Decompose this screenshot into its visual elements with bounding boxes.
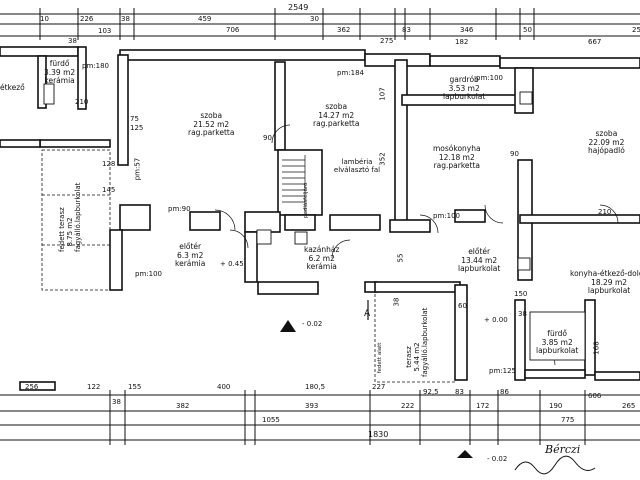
terrace-outline xyxy=(41,149,456,383)
dim-bot1-1: 122 xyxy=(87,383,101,391)
misc-3: 145 xyxy=(102,186,116,194)
opening-6: pm:57 xyxy=(133,157,142,181)
misc-13: 90 xyxy=(510,150,519,158)
dim-top-10: 182 xyxy=(455,38,469,46)
dim-bot1-3: 400 xyxy=(217,383,231,391)
note-fedett-alatt: fedett alatt xyxy=(377,342,383,374)
dim-bot1-7: 83 xyxy=(455,388,464,396)
misc-1: 75 xyxy=(130,115,139,123)
opening-1: pm:184 xyxy=(337,69,364,77)
room-etkezo-left: étkező xyxy=(0,83,25,92)
dim-bot3-1: 775 xyxy=(561,416,575,424)
dim-bot2-2: 393 xyxy=(305,402,319,410)
level-markers xyxy=(280,320,473,458)
misc-7: 352 xyxy=(378,152,387,166)
level-neg: - 0.02 xyxy=(302,320,323,328)
dim-bot2-3: 222 xyxy=(401,402,415,410)
dim-bot2-6: 265 xyxy=(622,402,636,410)
dim-top2-0: 103 xyxy=(98,27,112,35)
dim-ticks xyxy=(39,8,586,445)
opening-7: pm:100 xyxy=(135,270,162,278)
opening-4: pm:100 xyxy=(433,212,460,220)
signature-text: Bérczi xyxy=(545,443,581,456)
dim-bot2-1: 382 xyxy=(176,402,190,410)
misc-0: 210 xyxy=(75,98,89,106)
dim-top-0: 10 xyxy=(40,15,49,23)
misc-6: 107 xyxy=(378,87,387,101)
dim-top-5: 30 xyxy=(310,15,319,23)
dim-bot1-6: 92,5 xyxy=(423,388,439,396)
dim-top2-1: 38 xyxy=(68,37,77,45)
dim-bot1-9: 606 xyxy=(588,392,602,400)
opening-5: pm:125 xyxy=(489,367,516,375)
misc-12: 168 xyxy=(592,341,601,355)
dim-top-2: 38 xyxy=(121,15,130,23)
section-marker-a: A xyxy=(364,309,371,319)
dim-bot2-5: 190 xyxy=(549,402,563,410)
opening-2: pm:100 xyxy=(476,74,503,82)
dim-bot2-0: 38 xyxy=(112,398,121,406)
dim-bot3-0: 1055 xyxy=(262,416,280,424)
dim-top-8: 83 xyxy=(402,26,411,34)
dim-top-11: 50 xyxy=(523,26,532,34)
fixtures xyxy=(43,83,586,361)
dim-bot1-5: 227 xyxy=(372,383,386,391)
dim-top-9: 346 xyxy=(460,26,474,34)
dim-bot1-0: 256 xyxy=(25,383,39,391)
level-zero: + 0.00 xyxy=(484,316,508,324)
dim-top-7: 275 xyxy=(380,37,394,45)
misc-11: 38 xyxy=(518,310,527,318)
misc-9: 55 xyxy=(396,253,405,263)
misc-15: 150 xyxy=(514,290,528,298)
opening-3: pm:90 xyxy=(168,205,191,213)
dim-bot1-8: 86 xyxy=(500,388,509,396)
dim-top2-2: 25 xyxy=(632,26,640,34)
dim-bot2-4: 172 xyxy=(476,402,490,410)
stair-lines xyxy=(282,155,306,212)
opening-0: pm:180 xyxy=(82,62,109,70)
misc-2: 125 xyxy=(130,124,144,132)
level-pos: + 0.45 xyxy=(220,260,244,268)
note-lamberia: lambéria elválasztó fal xyxy=(333,158,381,174)
misc-4: 128 xyxy=(102,160,116,168)
note-padlasfeljaro: padlásfeljáró xyxy=(303,182,309,218)
dim-top-4: 706 xyxy=(226,26,240,34)
level-neg2: - 0.02 xyxy=(487,455,508,463)
dim-top-6: 362 xyxy=(337,26,351,34)
dim-bot1-4: 180,5 xyxy=(305,383,326,391)
dim-top-3: 459 xyxy=(198,15,212,23)
dim-top-total: 2549 xyxy=(288,3,309,12)
misc-10: 60 xyxy=(458,302,467,310)
misc-8: 38 xyxy=(392,297,401,307)
misc-5: 90 xyxy=(263,134,272,142)
signature-mark xyxy=(514,455,596,475)
dim-bot1-2: 155 xyxy=(128,383,142,391)
dim-bottom-total: 1830 xyxy=(368,430,389,439)
walls-outer xyxy=(0,46,640,391)
dim-top-12: 667 xyxy=(588,38,602,46)
dim-top-1: 226 xyxy=(80,15,94,23)
misc-14: 210 xyxy=(598,208,612,216)
